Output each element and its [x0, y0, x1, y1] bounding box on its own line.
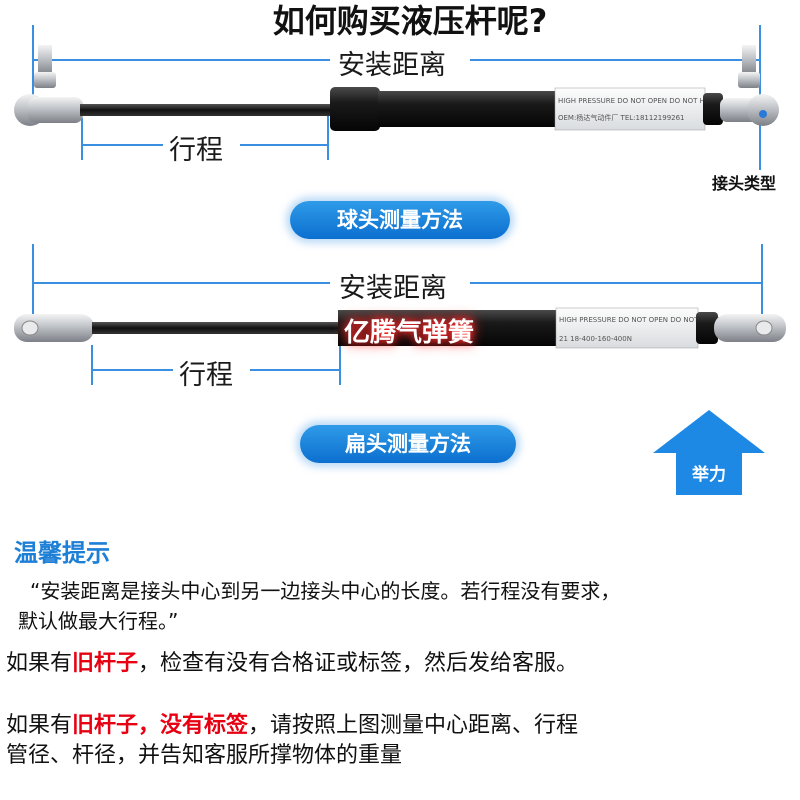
- flat-install-distance-label: 安装距离: [333, 266, 453, 305]
- left-flat-eye: [14, 314, 94, 342]
- flat-cylinder-label: [555, 307, 699, 349]
- joint-type-label: 接头类型: [712, 174, 777, 193]
- gas-spring-diagram: HIGH PRESSURE DO NOT OPEN DO NOT HEAT OE…: [14, 25, 786, 495]
- page-title: 如何购买液压杆呢?: [230, 0, 590, 42]
- ball-method-pill: 球头测量方法: [290, 201, 510, 239]
- ball-label-text: HIGH PRESSURE DO NOT OPEN DO NOT HEAT: [558, 97, 719, 105]
- flat-gas-spring: HIGH PRESSURE DO NOT OPEN DO NOT HEAT 21…: [14, 307, 786, 349]
- tips-heading: 温馨提示: [14, 539, 110, 567]
- flat-method-pill: 扁头测量方法: [300, 425, 516, 463]
- ball-cylinder-label: [554, 87, 706, 131]
- ball-install-dimension: [32, 25, 761, 170]
- flat-piston-rod: [92, 322, 340, 334]
- flat-label-text-2: 21 18-400-160-400N: [559, 335, 632, 343]
- right-thread-stud: [742, 45, 756, 75]
- right-flat-eye: [714, 314, 786, 342]
- ball-install-distance-label: 安装距离: [332, 43, 452, 82]
- lift-label: 举力: [692, 465, 726, 485]
- tips-line2: 如果有旧杆子，没有标签，请按照上图测量中心距离、行程: [6, 713, 579, 738]
- ball-stroke-dimension: [81, 110, 329, 160]
- old-rod-highlight: 旧杆子: [72, 651, 139, 676]
- ball-gas-spring: HIGH PRESSURE DO NOT OPEN DO NOT HEAT OE…: [14, 45, 779, 131]
- flat-stroke-label: 行程: [173, 353, 239, 392]
- flat-cylinder: [338, 310, 558, 346]
- flat-stroke-dimension: [91, 335, 341, 385]
- tips-quote-line1: “安装距离是接头中心到另一边接头中心的长度。若行程没有要求，: [30, 579, 621, 603]
- tips-line1: 如果有旧杆子，检查有没有合格证或标签，然后发给客服。: [6, 651, 579, 676]
- ball-label-text-2: OEM:杨达气动件厂 TEL:18112199261: [558, 113, 685, 122]
- flat-label-text: HIGH PRESSURE DO NOT OPEN DO NOT HEAT: [559, 316, 720, 324]
- tips-line3: 管径、杆径，并告知客服所撑物体的重量: [6, 743, 403, 768]
- no-label-highlight: 旧杆子，没有标签: [72, 713, 249, 738]
- ball-piston-rod: [80, 104, 330, 116]
- brand-watermark: 亿腾气弹簧: [344, 318, 475, 348]
- up-arrow-icon: [653, 410, 765, 495]
- ball-cylinder-collar: [330, 87, 380, 131]
- ball-stroke-label: 行程: [163, 128, 229, 167]
- left-thread-stud: [38, 45, 52, 75]
- tips-quote-line2: 默认做最大行程。”: [18, 609, 179, 633]
- lift-arrow: [653, 410, 765, 495]
- flat-install-dimension: [32, 244, 763, 318]
